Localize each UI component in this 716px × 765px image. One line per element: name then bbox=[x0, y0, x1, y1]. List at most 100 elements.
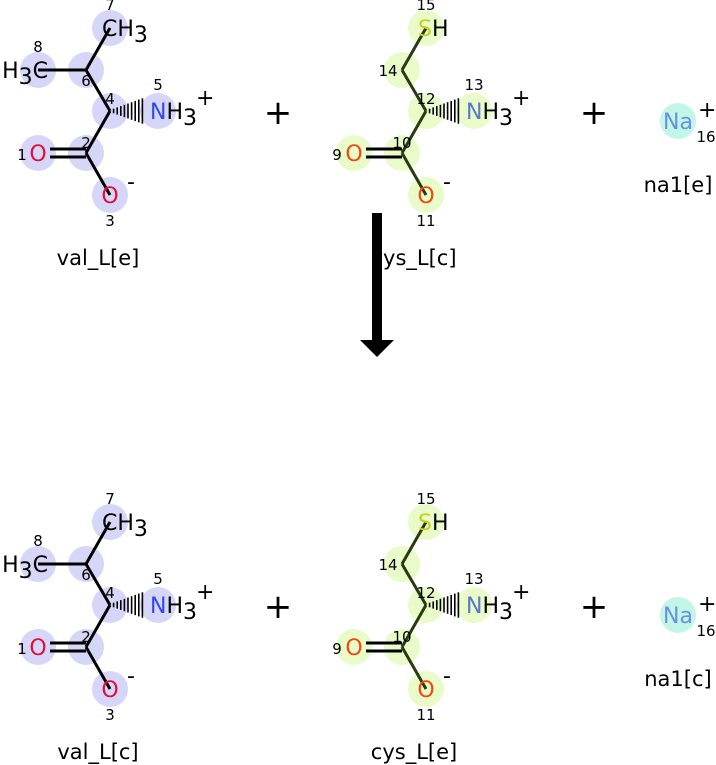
charge-label: - bbox=[443, 170, 451, 195]
atom-number: 12 bbox=[416, 584, 435, 602]
atom-number: 2 bbox=[81, 628, 91, 646]
reactant-name: na1[e] bbox=[644, 173, 713, 197]
atom-label: O bbox=[101, 678, 118, 703]
plus-sign: + bbox=[264, 93, 293, 133]
atom-number: 8 bbox=[33, 38, 43, 56]
product-name: val_L[c] bbox=[57, 740, 138, 765]
atom-number: 10 bbox=[392, 134, 411, 152]
charge-label: + bbox=[698, 98, 716, 123]
atom-number: 1 bbox=[17, 146, 27, 164]
atom-label: SH bbox=[418, 511, 449, 536]
atom-label: H3C bbox=[2, 59, 48, 90]
bond bbox=[400, 110, 428, 154]
atom-number: 6 bbox=[81, 566, 91, 584]
atom-number: 12 bbox=[416, 90, 435, 108]
atom-label: Na bbox=[663, 604, 693, 629]
bond bbox=[400, 646, 428, 690]
atom-highlight bbox=[140, 93, 176, 129]
bond bbox=[84, 110, 112, 154]
bond bbox=[84, 69, 112, 112]
atom-number: 10 bbox=[392, 628, 411, 646]
atom-number: 11 bbox=[416, 706, 435, 724]
atom-label: CH3 bbox=[102, 511, 148, 542]
atom-label: O bbox=[101, 184, 118, 209]
atom-label: NH3 bbox=[466, 594, 513, 625]
bond bbox=[400, 604, 428, 648]
charge-label: - bbox=[127, 664, 135, 689]
plus-sign: + bbox=[580, 587, 609, 627]
atom-number: 16 bbox=[696, 128, 715, 146]
atom-number: 7 bbox=[105, 0, 115, 14]
bond bbox=[400, 69, 428, 112]
bond bbox=[84, 604, 112, 648]
atom-highlight bbox=[660, 597, 696, 633]
atom-highlight bbox=[20, 629, 56, 665]
charge-label: + bbox=[196, 580, 214, 605]
plus-sign: + bbox=[264, 587, 293, 627]
bond bbox=[84, 521, 112, 565]
atom-label: O bbox=[417, 678, 434, 703]
bond bbox=[400, 521, 428, 565]
bond bbox=[400, 27, 428, 71]
atom-highlight bbox=[660, 103, 696, 139]
atom-number: 14 bbox=[378, 62, 397, 80]
bond bbox=[84, 563, 112, 606]
reaction-arrow-head bbox=[360, 340, 394, 357]
atom-label: Na bbox=[663, 110, 693, 135]
atom-label: O bbox=[345, 636, 362, 661]
atom-label: O bbox=[29, 636, 46, 661]
atom-number: 3 bbox=[105, 706, 115, 724]
atom-number: 4 bbox=[105, 90, 115, 108]
bond bbox=[400, 563, 428, 606]
atom-highlight bbox=[456, 587, 492, 623]
bond bbox=[84, 152, 112, 196]
atom-label: CH3 bbox=[102, 17, 148, 48]
atom-highlight bbox=[456, 93, 492, 129]
bond bbox=[84, 646, 112, 690]
na-molecule: Na+16 bbox=[660, 98, 716, 146]
atom-number: 11 bbox=[416, 212, 435, 230]
atom-highlight bbox=[336, 629, 372, 665]
atom-number: 7 bbox=[105, 490, 115, 508]
products: CH37H3C864NH3+52O1O-3val_L[c]SH151412NH3… bbox=[2, 490, 716, 765]
atom-label: NH3 bbox=[150, 594, 197, 625]
charge-label: - bbox=[127, 170, 135, 195]
atom-number: 2 bbox=[81, 134, 91, 152]
reactant-name: cys_L[c] bbox=[371, 246, 456, 271]
atom-label: O bbox=[417, 184, 434, 209]
atom-number: 15 bbox=[416, 0, 435, 14]
atom-number: 9 bbox=[332, 146, 342, 164]
atom-number: 8 bbox=[33, 532, 43, 550]
charge-label: + bbox=[196, 86, 214, 111]
product-name: na1[c] bbox=[644, 667, 711, 691]
product-name: cys_L[e] bbox=[371, 740, 457, 765]
atom-number: 6 bbox=[81, 72, 91, 90]
atom-number: 3 bbox=[105, 212, 115, 230]
atom-label: NH3 bbox=[466, 100, 513, 131]
atom-number: 16 bbox=[696, 622, 715, 640]
atom-label: O bbox=[29, 142, 46, 167]
atom-number: 13 bbox=[464, 570, 483, 588]
charge-label: + bbox=[698, 592, 716, 617]
atom-number: 1 bbox=[17, 640, 27, 658]
bond bbox=[400, 152, 428, 196]
atom-number: 9 bbox=[332, 640, 342, 658]
atom-label: H3C bbox=[2, 553, 48, 584]
atom-highlight bbox=[336, 135, 372, 171]
na-molecule: Na+16 bbox=[660, 592, 716, 640]
atom-highlight bbox=[140, 587, 176, 623]
atom-number: 14 bbox=[378, 556, 397, 574]
atom-label: SH bbox=[418, 17, 449, 42]
atom-label: NH3 bbox=[150, 100, 197, 131]
reactant-name: val_L[e] bbox=[57, 246, 140, 271]
reactants: CH37H3C864NH3+52O1O-3val_L[e]SH151412NH3… bbox=[2, 0, 716, 271]
reaction-arrow-shaft bbox=[372, 213, 382, 343]
atom-number: 5 bbox=[153, 570, 163, 588]
charge-label: - bbox=[443, 664, 451, 689]
atom-label: O bbox=[345, 142, 362, 167]
